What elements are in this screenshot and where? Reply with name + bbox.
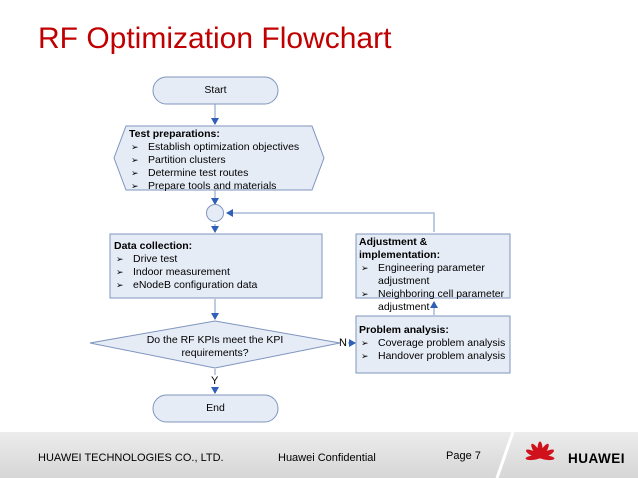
footer-graphics: [495, 432, 555, 478]
footer-confidential: Huawei Confidential: [278, 452, 376, 464]
decision-text: Do the RF KPIs meet the KPI requirements…: [146, 334, 284, 359]
list-item: eNodeB configuration data: [114, 279, 319, 292]
end-terminator: [152, 394, 279, 423]
footer-divider: [495, 432, 515, 478]
test-prep-text: Test preparations: Establish optimizatio…: [129, 128, 319, 193]
flowchart: [89, 76, 511, 423]
merge-connector: [206, 204, 224, 222]
huawei-logo-icon: [525, 441, 555, 461]
list-item: Indoor measurement: [114, 266, 319, 279]
list-item: Engineering parameter adjustment: [359, 262, 509, 288]
list-item: Partition clusters: [129, 154, 319, 167]
list-item: Coverage problem analysis: [359, 337, 509, 350]
list-item: Determine test routes: [129, 167, 319, 180]
decision-diamond: [89, 320, 341, 369]
data-collection-heading: Data collection:: [114, 240, 193, 252]
list-item: Drive test: [114, 253, 319, 266]
data-collection-text: Data collection: Drive test Indoor measu…: [114, 240, 319, 292]
page-number: Page 7: [446, 450, 481, 462]
footer-company: HUAWEI TECHNOLOGIES CO., LTD.: [38, 452, 224, 464]
end-label: End: [206, 402, 225, 414]
yes-label: Y: [211, 375, 219, 387]
connector-adjust-to-merge: [226, 209, 435, 232]
list-item: Neighboring cell parameter adjustment: [359, 288, 509, 314]
start-label: Start: [204, 84, 227, 96]
test-prep-heading: Test preparations:: [129, 128, 220, 140]
list-item: Prepare tools and materials: [129, 180, 319, 193]
problem-analysis-text: Problem analysis: Coverage problem analy…: [359, 324, 509, 363]
slide-title: RF Optimization Flowchart: [38, 22, 392, 55]
adjustment-heading: Adjustment & implementation:: [359, 236, 441, 261]
no-label: N: [339, 337, 347, 349]
list-item: Establish optimization objectives: [129, 141, 319, 154]
adjustment-list: Engineering parameter adjustment Neighbo…: [359, 262, 509, 314]
test-prep-list: Establish optimization objectives Partit…: [129, 141, 319, 193]
start-terminator: [152, 76, 279, 105]
huawei-wordmark: HUAWEI: [568, 451, 625, 466]
footer-bar: [0, 432, 638, 478]
problem-analysis-heading: Problem analysis:: [359, 324, 449, 336]
problem-analysis-list: Coverage problem analysis Handover probl…: [359, 337, 509, 363]
adjustment-text: Adjustment & implementation: Engineering…: [359, 236, 509, 314]
data-collection-list: Drive test Indoor measurement eNodeB con…: [114, 253, 319, 292]
list-item: Handover problem analysis: [359, 350, 509, 363]
